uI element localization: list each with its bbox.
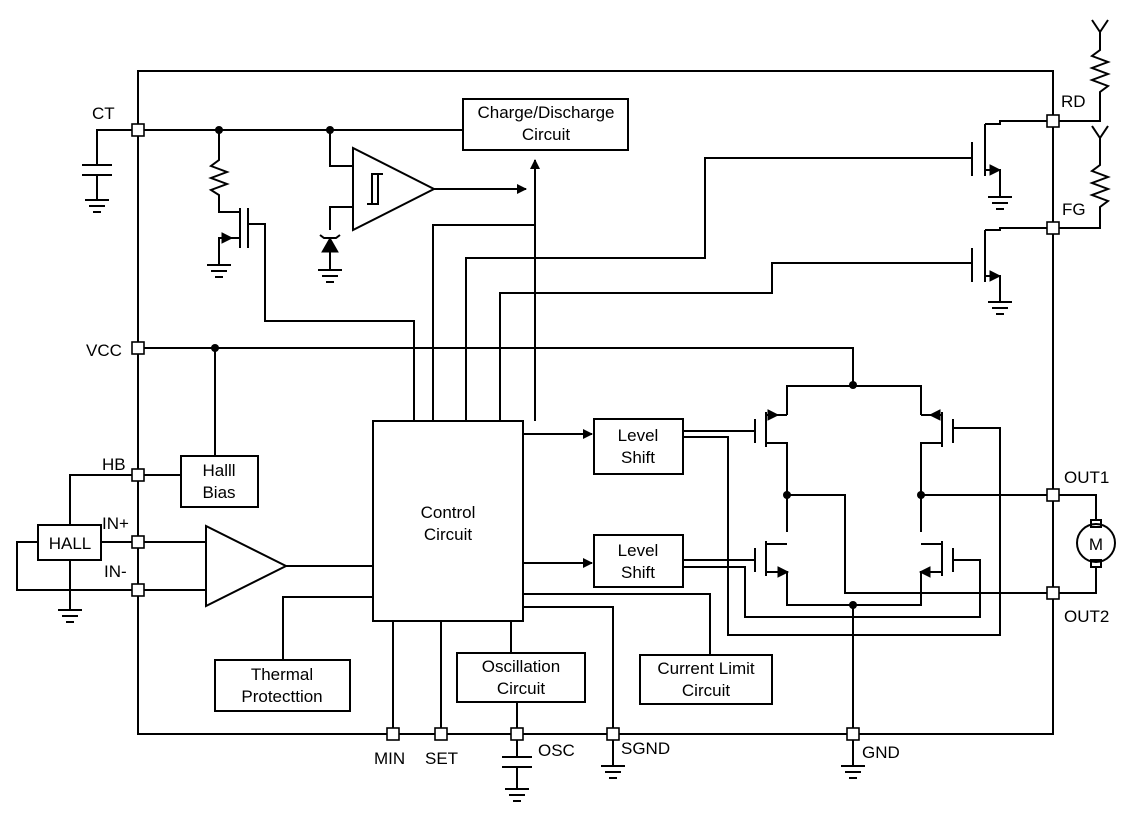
chip-outline <box>137 70 1054 735</box>
pin-label-rd: RD <box>1061 92 1086 111</box>
pin-osc <box>510 727 524 741</box>
pin-label-out2: OUT2 <box>1064 607 1109 626</box>
pin-label-hb: HB <box>102 455 126 474</box>
control-label-1: Control <box>421 503 476 522</box>
pin-sgnd <box>606 727 620 741</box>
charge-discharge-label-1: Charge/Discharge <box>477 103 614 122</box>
hall-bias-label-2: Bias <box>202 483 235 502</box>
motor-label: M <box>1089 535 1103 554</box>
oscillation-label-2: Circuit <box>497 679 545 698</box>
pin-in-minus <box>131 583 145 597</box>
pin-label-osc: OSC <box>538 741 575 760</box>
pin-set <box>434 727 448 741</box>
charge-discharge-label-2: Circuit <box>522 125 570 144</box>
pin-label-in-minus: IN- <box>104 562 127 581</box>
oscillation-circuit-block: Oscillation Circuit <box>456 652 586 703</box>
current-limit-block: Current Limit Circuit <box>639 654 773 705</box>
control-circuit-block: Control Circuit <box>372 420 524 622</box>
level-shift-bottom-block: Level Shift <box>593 534 684 588</box>
ct-capacitor <box>82 129 138 213</box>
level-shift-bottom-label-1: Level <box>618 541 659 560</box>
pin-label-out1: OUT1 <box>1064 468 1109 487</box>
level-shift-bottom-label-2: Shift <box>621 563 655 582</box>
thermal-label-2: Protecttion <box>241 687 322 706</box>
pin-in-plus <box>131 535 145 549</box>
hall-bias-label-1: Halll <box>202 461 235 480</box>
thermal-protection-block: Thermal Protecttion <box>214 596 373 712</box>
current-limit-label-2: Circuit <box>682 681 730 700</box>
thermal-label-1: Thermal <box>251 665 313 684</box>
hall-amplifier <box>138 524 373 608</box>
ct-discharge-transistor <box>206 130 415 421</box>
pin-hb <box>131 468 145 482</box>
hall-bias-block: Halll Bias <box>180 455 259 508</box>
charge-discharge-block: Charge/Discharge Circuit <box>462 98 629 151</box>
oscillation-label-1: Oscillation <box>482 657 560 676</box>
control-label-2: Circuit <box>424 525 472 544</box>
pin-label-ct: CT <box>92 104 115 123</box>
schmitt-comparator <box>317 130 527 283</box>
pin-label-sgnd: SGND <box>621 739 670 758</box>
pin-out1 <box>1046 488 1060 502</box>
pin-label-fg: FG <box>1062 200 1086 219</box>
pin-label-in-plus: IN+ <box>102 514 129 533</box>
hall-element: HALL <box>16 474 138 623</box>
pin-ct <box>131 123 145 137</box>
fg-output-transistor <box>499 227 1053 421</box>
pin-label-set: SET <box>425 749 458 768</box>
level-shift-top-label-1: Level <box>618 426 659 445</box>
current-limit-label-1: Current Limit <box>657 659 755 678</box>
pin-min <box>386 727 400 741</box>
level-shift-top-block: Level Shift <box>593 418 684 475</box>
level-shift-top-label-2: Shift <box>621 448 655 467</box>
rd-output-transistor <box>465 120 1053 421</box>
rd-pullup-resistor <box>1053 19 1111 122</box>
osc-capacitor <box>502 734 532 802</box>
h-bridge <box>683 381 1053 734</box>
pin-label-vcc: VCC <box>86 341 122 360</box>
pin-out2 <box>1046 586 1060 600</box>
motor: M <box>1053 494 1116 594</box>
pin-vcc <box>131 341 145 355</box>
pin-gnd <box>846 727 860 741</box>
pin-label-min: MIN <box>374 749 405 768</box>
hall-label: HALL <box>49 534 92 553</box>
pin-fg <box>1046 221 1060 235</box>
fg-pullup-resistor <box>1053 125 1111 229</box>
pin-label-gnd: GND <box>862 743 900 762</box>
pin-rd <box>1046 114 1060 128</box>
